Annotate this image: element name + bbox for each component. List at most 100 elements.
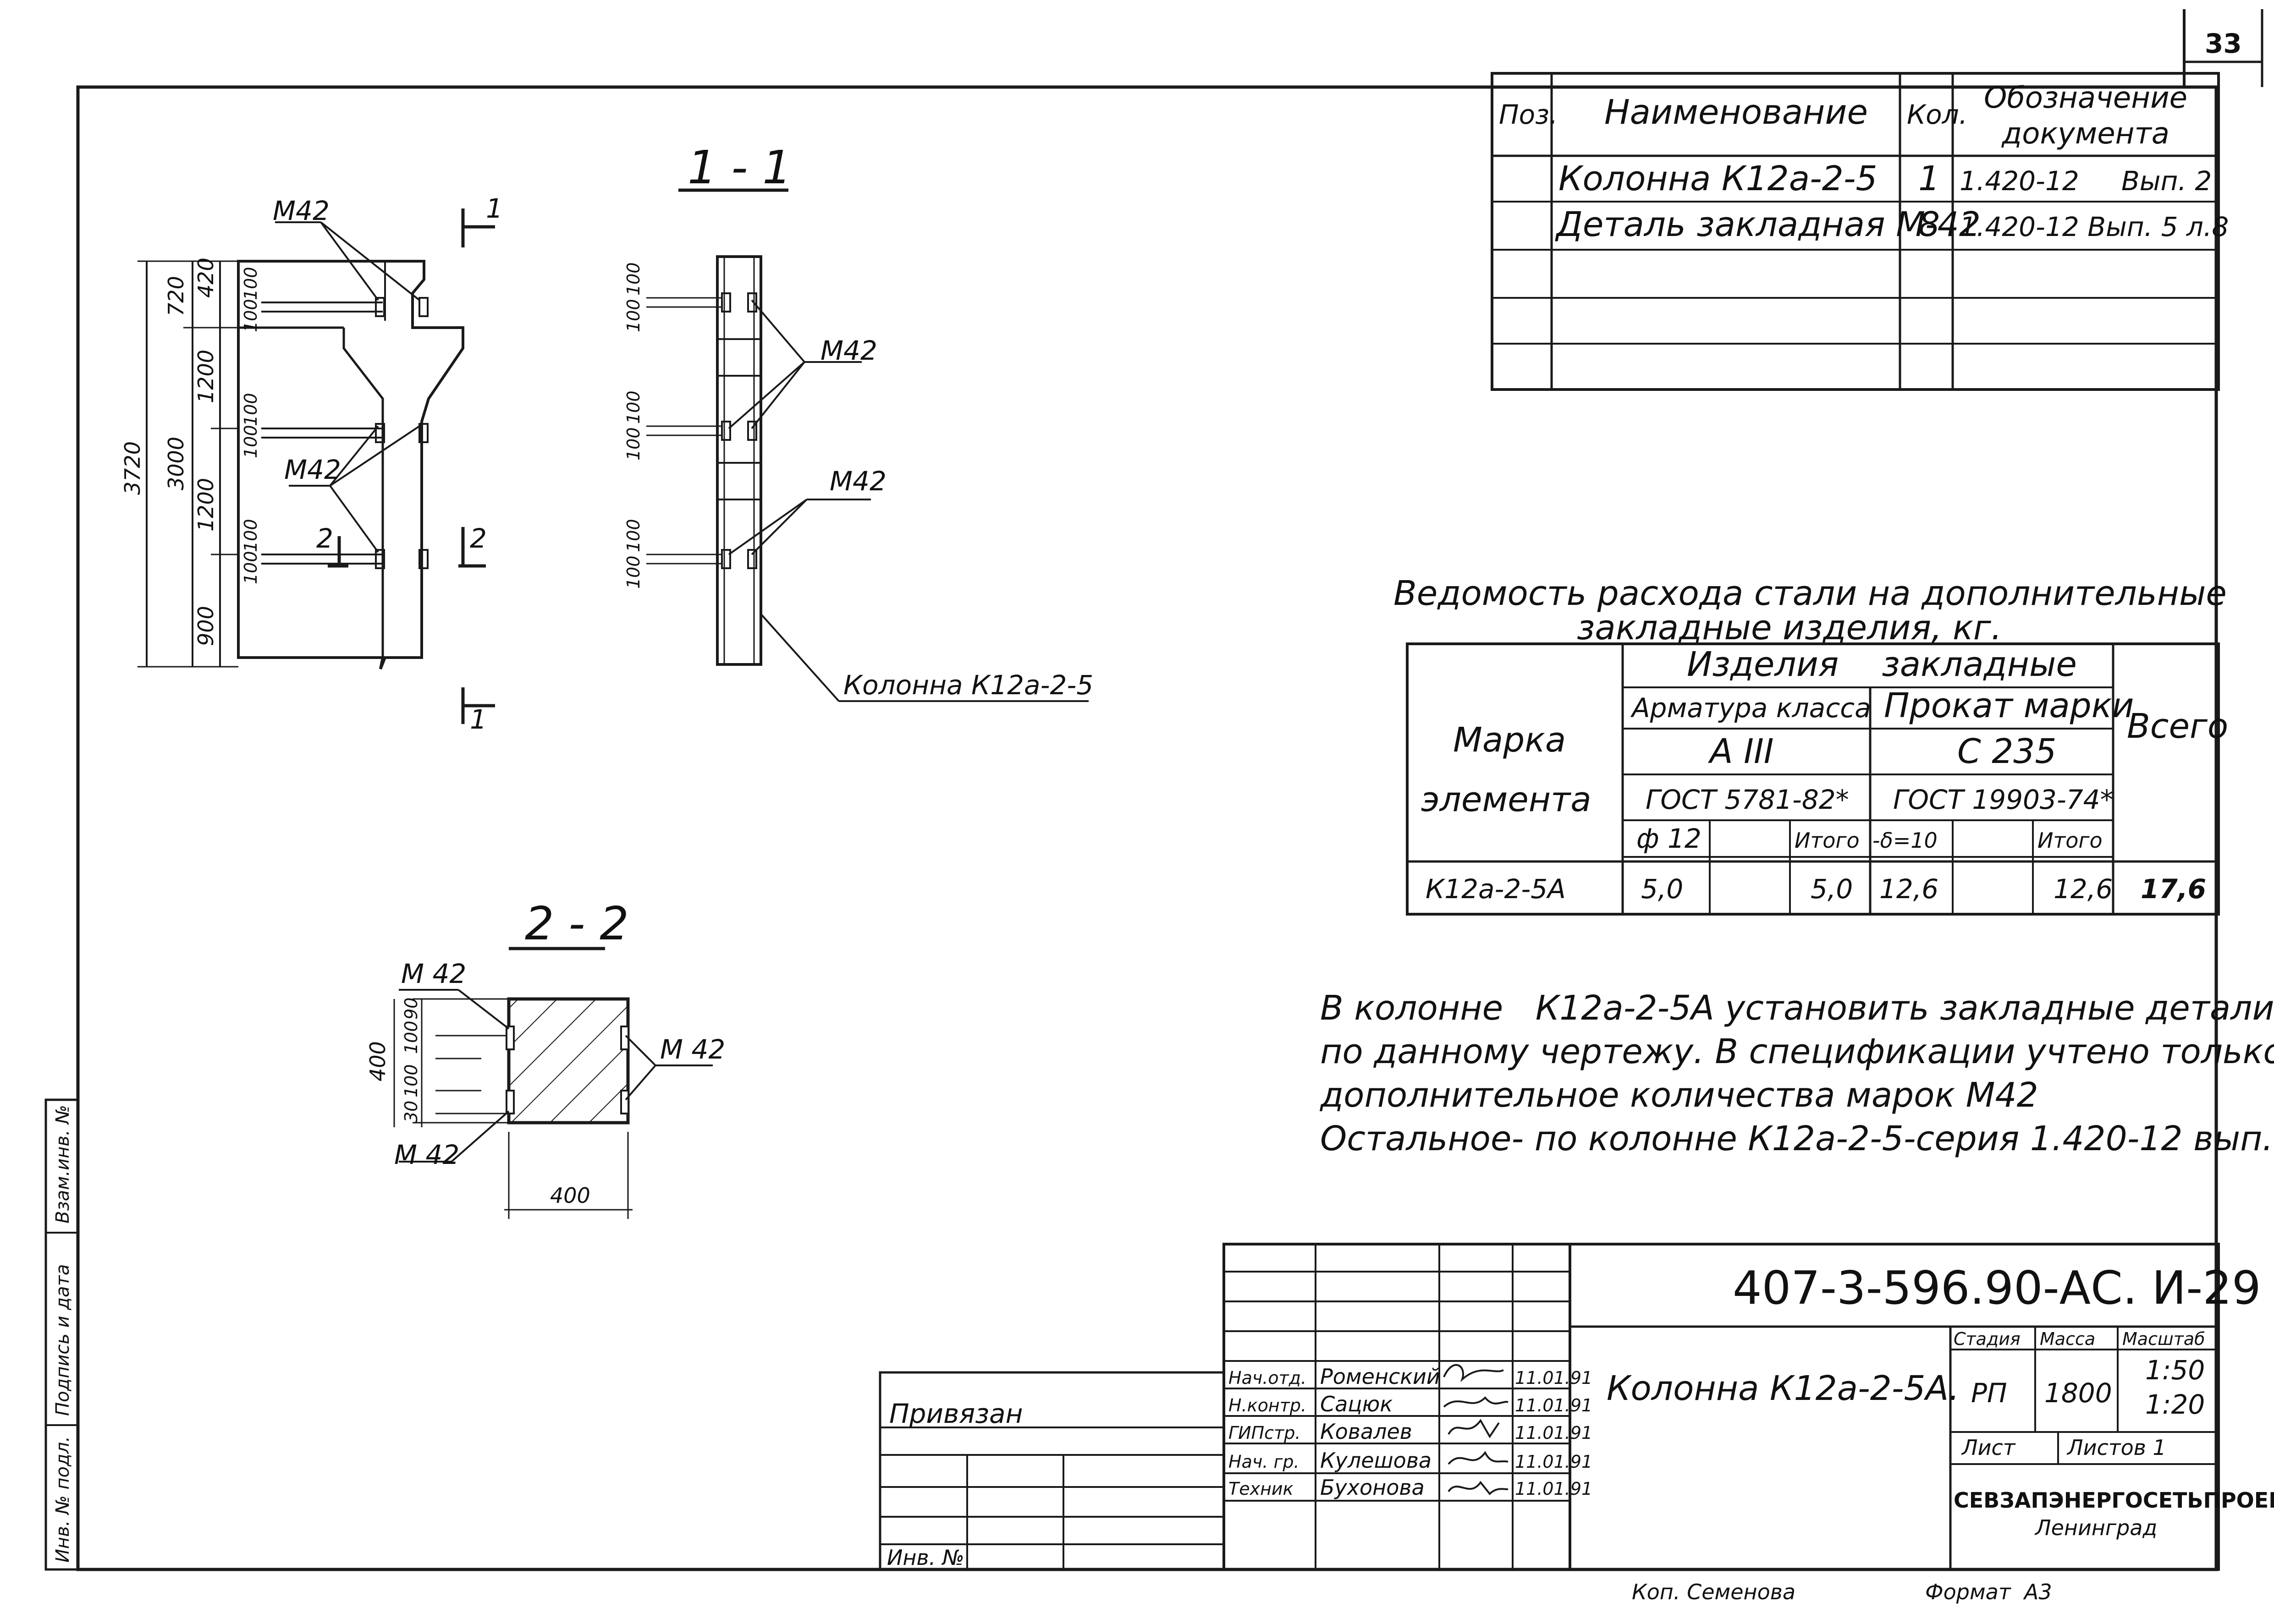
spec-header-pos: Поз. (1499, 99, 1558, 130)
steel-row-mark: К12а-2-5А (1426, 873, 1566, 905)
s11-dim-c: 100 (623, 390, 644, 424)
elev-cut2-left: 2 (316, 523, 333, 554)
title-block-grid (879, 1243, 2220, 1571)
note-line-1: В колонне К12а-2-5А установить закладные… (1320, 988, 2274, 1028)
elev-dim-spacing-d: 100 (241, 425, 261, 458)
elev-cut1-top: 1 (486, 193, 503, 224)
handwritten-signatures (1443, 1364, 1509, 1495)
elev-m42-top: M42 (273, 195, 330, 226)
steel-group-header: Изделия закладные (1687, 645, 2077, 684)
elev-cut2-right: 2 (470, 523, 487, 554)
steel-row-itogo1: 5,0 (1811, 873, 1853, 905)
s11-dim-f: 100 (623, 555, 644, 589)
s22-dim-height: 400 (365, 1041, 390, 1081)
s11-dim-a: 100 (623, 262, 644, 296)
s11-dim-b: 100 (623, 299, 644, 332)
signer-1-date: 11.01.91 (1515, 1368, 1592, 1388)
spec-row-1-qty: 1 (1918, 159, 1940, 198)
steel-mark-header-1: Марка (1453, 720, 1566, 760)
stage-value: РП (1971, 1377, 2007, 1409)
steel-sub-delta: -δ=10 (1872, 828, 1938, 853)
signer-3-role: ГИПстр. (1228, 1423, 1300, 1443)
note-line-3: дополнительное количества марок М42 (1319, 1075, 2038, 1115)
spec-header-qty: Кол. (1907, 99, 1967, 130)
elev-dim-1200b: 1200 (193, 478, 218, 532)
signer-3-name: Ковалев (1320, 1419, 1412, 1444)
section-2-2-m42-right: M 42 (660, 1034, 725, 1065)
signer-4-name: Кулешова (1320, 1448, 1432, 1473)
signer-2-date: 11.01.91 (1515, 1395, 1592, 1416)
elev-dim-total: 3720 (120, 441, 145, 495)
elev-m42-mid: M42 (284, 454, 341, 485)
spec-header-name: Наименование (1604, 93, 1868, 132)
steel-row-phi: 5,0 (1641, 873, 1683, 905)
s22-dim-100a: 100 (401, 1020, 421, 1054)
steel-table-title-1: Ведомость расхода стали на дополнительны… (1393, 574, 2227, 613)
signer-4-role: Нач. гр. (1228, 1452, 1299, 1472)
steel-rebar-gost: ГОСТ 5781-82* (1646, 784, 1849, 815)
side-stamp-vzam: Взам.инв. № (52, 1105, 73, 1223)
signer-5-name: Бухонова (1320, 1475, 1425, 1500)
elev-dim-900: 900 (193, 606, 218, 646)
section-1-1 (646, 188, 1089, 702)
steel-sub-itogo-2: Итого (2037, 828, 2103, 853)
s22-dim-width: 400 (550, 1183, 590, 1208)
signer-3-date: 11.01.91 (1515, 1423, 1592, 1443)
steel-table-grid (1406, 642, 2220, 916)
spec-table-grid (1491, 72, 2220, 391)
section-1-1-title: 1 - 1 (688, 141, 792, 194)
elev-dim-1200a: 1200 (193, 350, 218, 403)
s11-dim-d: 100 (623, 427, 644, 461)
elev-dim-spacing-e: 100 (241, 519, 261, 552)
elev-cut1-bottom: 1 (470, 704, 487, 735)
signer-5-role: Техник (1228, 1479, 1294, 1499)
spec-row-2-doc: 1.420-12 Вып. 5 л.8 (1960, 211, 2229, 242)
section-1-1-m42-b: M42 (830, 466, 886, 497)
elev-dim-mid: 3000 (164, 437, 188, 490)
s22-dim-90: 90 (401, 998, 421, 1020)
section-2-2-title: 2 - 2 (525, 897, 629, 950)
side-stamp-inv-podl: Инв. № подл. (52, 1436, 73, 1563)
side-stamp (44, 1098, 79, 1571)
steel-row-itogo2: 12,6 (2054, 873, 2113, 905)
format-label: Формат А3 (1925, 1580, 2052, 1604)
sheet-label: Лист (1961, 1435, 2016, 1460)
section-2-2-m42-top: M 42 (401, 958, 466, 989)
bound-label: Привязан (889, 1398, 1023, 1429)
inv-label: Инв. № (887, 1545, 964, 1570)
doc-code: 407-3-596.90-АС. И-29 (1733, 1261, 2261, 1315)
spec-header-doc: Обозначение документа (1983, 81, 2188, 151)
signer-1-name: Роменский (1320, 1364, 1440, 1389)
steel-sub-itogo-1: Итого (1795, 828, 1860, 853)
mass-value: 1800 (2044, 1377, 2112, 1409)
s22-dim-100b: 100 (401, 1064, 421, 1097)
scale-value-2: 1:20 (2145, 1389, 2205, 1420)
s22-dim-30: 30 (401, 1101, 421, 1123)
elev-dim-spacing-b: 100 (241, 299, 261, 332)
mass-label: Масса (2040, 1329, 2095, 1349)
spec-header-doc-wrap: Обозначение документа (1983, 81, 2188, 151)
elev-dim-spacing-c: 100 (241, 393, 261, 426)
note-line-2: по данному чертежу. В спецификации учтен… (1320, 1032, 2274, 1071)
steel-rolled-mark: Прокат марки (1884, 686, 2134, 725)
copied-by: Коп. Семенова (1632, 1580, 1795, 1604)
signer-4-date: 11.01.91 (1515, 1452, 1592, 1472)
steel-sub-phi: ф 12 (1636, 823, 1701, 854)
note-line-4: Остальное- по колонне К12а-2-5-серия 1.4… (1320, 1119, 2274, 1158)
signer-1-role: Нач.отд. (1228, 1368, 1306, 1388)
elev-dim-top: 720 (164, 276, 188, 316)
steel-rolled-gost: ГОСТ 19903-74* (1893, 784, 2114, 815)
steel-row-delta: 12,6 (1879, 873, 1938, 905)
spec-row-2-name: Деталь закладная М-42 (1555, 205, 1981, 244)
stage-label: Стадия (1954, 1329, 2021, 1349)
section-2-2-m42-bottom: M 42 (394, 1139, 459, 1170)
steel-rebar-grade: А III (1708, 732, 1774, 771)
steel-rebar-class: Арматура класса (1630, 692, 1871, 724)
scale-value-1: 1:50 (2145, 1355, 2205, 1386)
steel-mark-header-2: элемента (1421, 780, 1591, 819)
s11-dim-e: 100 (623, 519, 644, 552)
sheets-label: Листов 1 (2066, 1435, 2166, 1460)
org-name: СЕВЗАПЭНЕРГОСЕТЬПРОЕКТ (1954, 1488, 2274, 1513)
spec-row-1-doc: 1.420-12 Вып. 2 (1960, 165, 2212, 197)
